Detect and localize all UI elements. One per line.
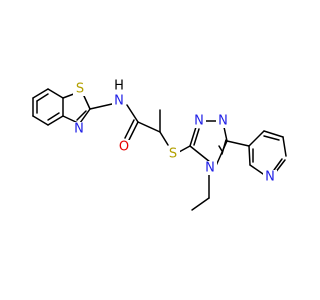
atom-labels: S N N H O S N N N xyxy=(72,79,277,185)
bond xyxy=(226,140,250,147)
atom-S2-label: S xyxy=(169,147,177,162)
bond xyxy=(248,145,251,166)
bond xyxy=(223,126,228,142)
atom-Na-label: N xyxy=(194,114,204,129)
bond xyxy=(126,104,139,123)
atom-Npy-label: N xyxy=(265,170,275,185)
bond xyxy=(47,88,64,99)
bond xyxy=(218,145,223,152)
bond xyxy=(137,121,161,133)
atom-O-label: O xyxy=(119,140,129,155)
bond xyxy=(32,115,49,126)
atom-S-thioether: S xyxy=(166,147,180,162)
atom-Nb-label: N xyxy=(218,114,228,129)
atom-H-label: H xyxy=(114,79,124,94)
atom-N-benzothiazole: N xyxy=(72,122,86,137)
atom-N1-label: N xyxy=(74,122,84,137)
bond xyxy=(124,119,135,139)
bond xyxy=(36,93,49,102)
bond xyxy=(128,121,139,141)
bond xyxy=(32,88,49,99)
bond xyxy=(191,197,210,211)
bond xyxy=(282,136,287,157)
bond xyxy=(47,112,60,121)
bond xyxy=(83,95,91,110)
bond xyxy=(89,103,113,110)
molecule-structure: S N N H O S N N N xyxy=(32,79,287,211)
bond xyxy=(273,158,283,171)
atom-O-carbonyl: O xyxy=(117,140,131,155)
bond-lines xyxy=(32,88,287,211)
bond xyxy=(178,145,191,153)
bond xyxy=(79,108,91,124)
atom-S-benzothiazole: S xyxy=(73,82,87,97)
atom-S1-label: S xyxy=(76,82,84,97)
bond xyxy=(159,131,169,146)
atom-N-triazole-a: N xyxy=(192,114,206,129)
bond xyxy=(47,115,64,126)
bond xyxy=(263,130,284,138)
bond xyxy=(193,128,200,146)
atom-NH-label: N xyxy=(114,94,124,109)
atom-N-triazole-b: N xyxy=(216,114,230,129)
bond xyxy=(76,110,87,121)
bond xyxy=(189,126,197,147)
bond xyxy=(189,145,211,163)
atom-N4-label: N xyxy=(205,161,215,176)
atom-NH-amide: N H xyxy=(112,79,126,109)
bond xyxy=(248,130,265,147)
atom-N4-triazole: N xyxy=(203,161,217,176)
bond xyxy=(263,135,280,141)
atom-N-pyridine: N xyxy=(263,170,277,185)
bond xyxy=(62,115,79,124)
